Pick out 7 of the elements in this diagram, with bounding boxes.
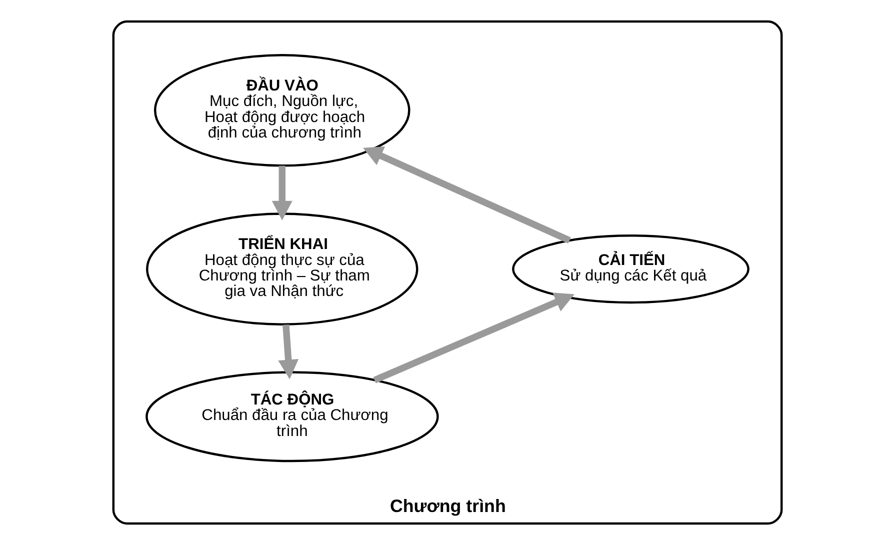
node-ellipse: TRIỂN KHAI Hoạt động thực sự của Chương trình – Sự tham gia va Nhận thức (146, 212, 418, 326)
arrow (362, 146, 570, 244)
arrow (278, 324, 298, 380)
node-ellipse: TÁC ĐỘNG Chuẩn đầu ra của Chương trình (145, 371, 438, 462)
arrow (372, 292, 574, 384)
arrow (271, 166, 292, 220)
node-ellipse: CẢI TIẾN Sử dụng các Kết quả (512, 234, 749, 304)
